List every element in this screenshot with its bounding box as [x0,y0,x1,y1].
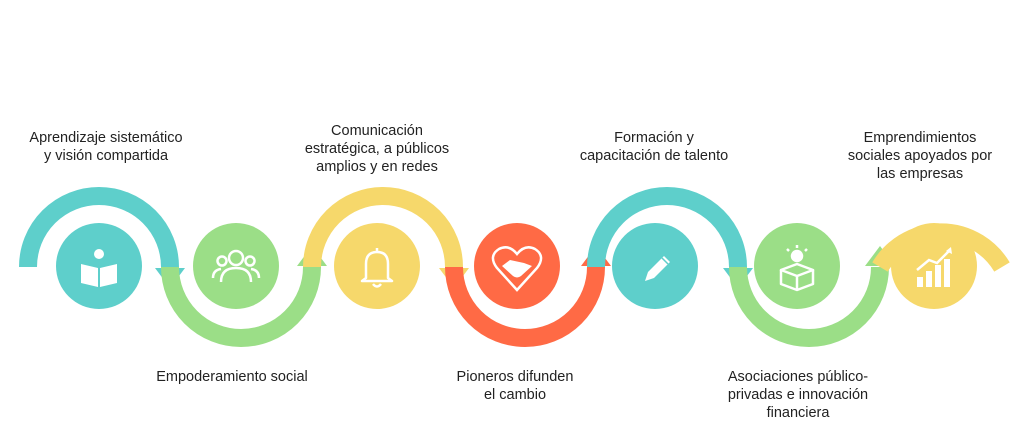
users-icon [211,249,261,283]
step-4-label: Pioneros difunden el cambio [456,369,574,403]
step-1-arc [19,187,179,268]
step-2-label: Empoderamiento social [156,369,308,385]
step-3-arc [303,187,463,268]
step-6-arc [729,266,889,347]
growth-chart-icon [916,247,952,287]
step-2-arc [161,266,321,347]
step-3-circle [334,223,420,309]
step-7-circle [891,223,977,309]
step-4-arc [445,266,605,347]
step-3-label: Comunicación estratégica, a públicos amp… [304,123,450,175]
step-1-circle [56,223,142,309]
step-6-label: Asociaciones público- privadas e innovac… [727,369,869,421]
handshake-heart-icon [491,246,543,292]
bell-icon [360,248,394,288]
pencil-icon [645,256,670,281]
step-6-circle [754,223,840,309]
step-7-label: Emprendimientos sociales apoyados por la… [847,130,993,182]
step-5-label: Formación y capacitación de talento [579,130,729,164]
step-5-arc [587,187,747,268]
book-reader-icon [81,249,117,287]
step-1-label: Aprendizaje sistemático y visión compart… [29,130,183,164]
idea-box-icon [779,245,815,292]
